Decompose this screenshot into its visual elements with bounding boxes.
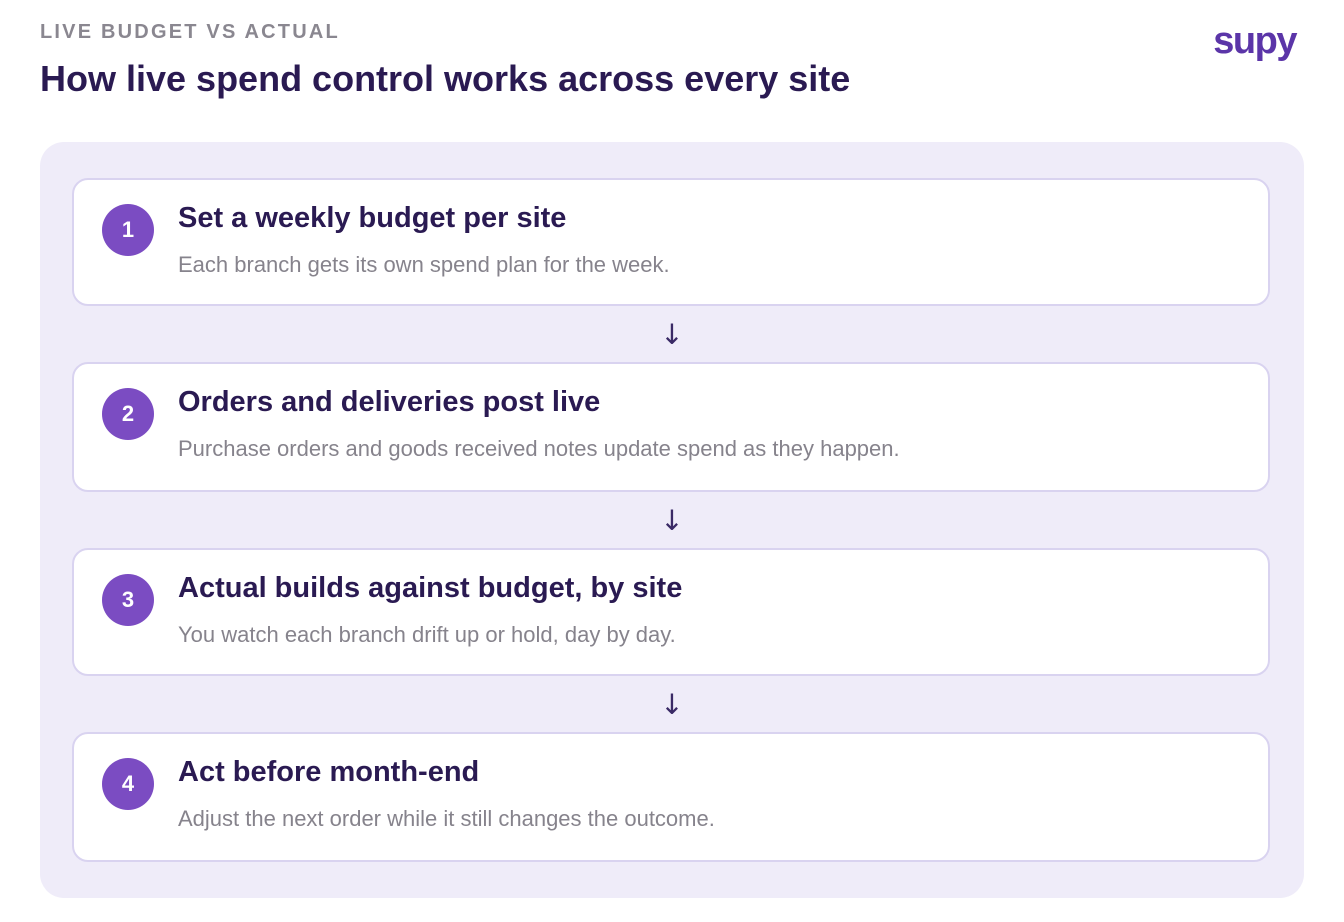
flow-panel: 1 Set a weekly budget per site Each bran… [40,142,1304,898]
step-card-1: 1 Set a weekly budget per site Each bran… [72,178,1270,306]
supy-logo: supy [1213,20,1297,62]
down-arrow-icon: ↓ [660,688,684,721]
step-card-4: 4 Act before month-end Adjust the next o… [72,732,1270,862]
step-card-3: 3 Actual builds against budget, by site … [72,548,1270,676]
step-description: You watch each branch drift up or hold, … [178,622,676,647]
step-description: Each branch gets its own spend plan for … [178,252,670,277]
step-description: Purchase orders and goods received notes… [178,436,900,461]
step-number-badge: 1 [102,204,154,256]
page-title: How live spend control works across ever… [40,58,851,99]
step-title: Actual builds against budget, by site [178,572,683,604]
step-number-badge: 2 [102,388,154,440]
step-number-badge: 4 [102,758,154,810]
eyebrow-label: LIVE BUDGET VS ACTUAL [40,21,340,43]
step-number-badge: 3 [102,574,154,626]
step-title: Set a weekly budget per site [178,202,567,234]
step-title: Orders and deliveries post live [178,386,601,418]
step-title: Act before month-end [178,756,480,788]
down-arrow-icon: ↓ [660,504,684,537]
step-description: Adjust the next order while it still cha… [178,806,715,831]
step-card-2: 2 Orders and deliveries post live Purcha… [72,362,1270,492]
down-arrow-icon: ↓ [660,318,684,351]
